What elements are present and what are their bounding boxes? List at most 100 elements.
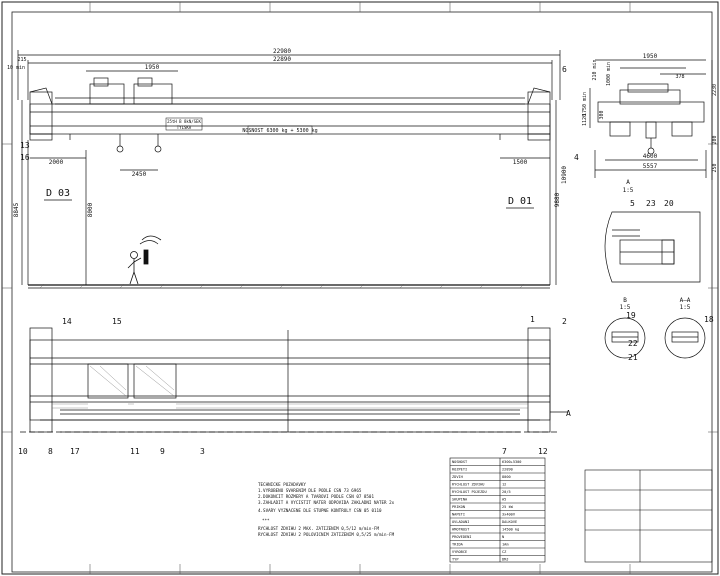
note-line-0: TECHNICKE POZADAVKY [258, 482, 306, 487]
title-block [584, 469, 713, 563]
dim-215: 215 [17, 57, 26, 63]
table-key-1: ROZPETI [452, 468, 467, 472]
table-key-7: NAPETI [452, 513, 465, 517]
table-key-5: SKUPINA [452, 498, 468, 502]
dim-9880: 9880 [554, 192, 561, 207]
dim-1500: 1500 [513, 159, 528, 166]
table-key-8: OVLADANI [452, 520, 469, 524]
section-label-right: D 01 [508, 196, 532, 207]
table-val-10: N [502, 535, 504, 539]
load-note-frame [247, 125, 313, 135]
callout-1: 1 [530, 315, 535, 324]
callout-20: 20 [664, 199, 674, 208]
section-a-a [664, 317, 706, 359]
table-key-10: PROVEDENI [452, 535, 471, 539]
dim-2450: 2450 [132, 171, 147, 178]
callout-13: 13 [20, 141, 30, 150]
dim-1950: 1950 [145, 64, 160, 71]
side-dim-300: 300 [599, 110, 605, 119]
dim-span-total: 22980 [273, 48, 291, 55]
side-dim-200: 200 [712, 135, 718, 144]
callout-3: 3 [200, 447, 205, 456]
callout-21: 21 [628, 353, 638, 362]
plan-arrow-a: A [566, 409, 571, 418]
table-val-11: 1Am [502, 543, 509, 547]
table-key-11: TRIDA [452, 543, 464, 547]
callout-2: 2 [562, 317, 567, 326]
side-dim-4600: 4600 [643, 153, 658, 160]
side-dim-2230: 2230 [712, 84, 718, 96]
section-aa-scale: 1:5 [680, 304, 691, 311]
technical-notes: TECHNICKE POZADAVKY 1.VYROBENO SVARENIM … [258, 482, 395, 537]
front-elevation [17, 50, 561, 289]
detail-a-label: A [626, 179, 630, 186]
operator-figure [127, 235, 162, 285]
table-val-9: 14500 kg [502, 528, 519, 532]
note-line-1: 1.VYROBENO SVARENIM DLE PODLE CSN 73 696… [258, 488, 362, 493]
plan-walkway [52, 365, 528, 409]
dim-8845: 8845 [13, 202, 20, 217]
detail-b-scale: 1:5 [620, 304, 631, 311]
dim-2000: 2000 [49, 159, 64, 166]
table-val-13: DMJ [502, 558, 509, 562]
table-val-2: 8000 [502, 475, 511, 479]
nameplate-frame [165, 117, 203, 131]
detail-a [604, 211, 701, 283]
section-label-left: D 03 [46, 188, 70, 199]
table-key-12: VYROBCE [452, 550, 467, 554]
table-key-4: RYCHLOST POJEZDU [452, 490, 487, 494]
table-key-6: PRIKON [452, 505, 465, 509]
callout-16: 16 [20, 153, 30, 162]
table-val-6: 25 kW [502, 505, 514, 509]
callout-5: 5 [630, 199, 635, 208]
callout-14: 14 [62, 317, 72, 326]
note-line-3: 3.ZAHLADIT A VYCISTIT NATER ODPOVIDA ZAK… [258, 500, 395, 505]
detail-a-scale: 1:5 [623, 187, 634, 194]
table-key-3: RYCHLOST ZDVIHU [452, 483, 484, 487]
callout-15: 15 [112, 317, 122, 326]
callout-17: 17 [70, 447, 80, 456]
callout-6: 6 [562, 65, 567, 74]
dim-span-inner: 22890 [273, 56, 291, 63]
table-val-7: 3x400V [502, 513, 516, 517]
section-markers [44, 199, 534, 209]
callout-12: 12 [538, 447, 548, 456]
table-val-4: 20/5 [502, 490, 511, 494]
sheet-inner-border [11, 11, 713, 573]
callout-8: 8 [48, 447, 53, 456]
table-key-2: ZDVIH [452, 475, 463, 479]
nameplate-line1: 25tH B 8kN/SEK [167, 119, 201, 124]
side-dim-210min: 210 min [592, 59, 598, 80]
side-dim-1120: 1120 [582, 114, 588, 126]
note2-line-1: RYCHLOST ZDVIHU 2 POLOVICNIM ZATIZENIM 0… [258, 532, 395, 537]
note-line-2: 2.DOKONCIT ROZMERY A TVAROVI PODLE CSN 0… [258, 494, 374, 499]
spec-table [449, 457, 546, 563]
detail-b-label: B [623, 297, 627, 304]
dim-8000: 8000 [87, 202, 94, 217]
note2-line-0: RYCHLOST ZDVIHU 2 MAX. ZATIZENIM 0,5/12 … [258, 526, 379, 531]
callout-11: 11 [130, 447, 140, 456]
side-dim-1950: 1950 [643, 53, 658, 60]
side-dim-250: 250 [712, 163, 718, 172]
table-val-12: CZ [502, 550, 507, 554]
callout-10: 10 [18, 447, 28, 456]
side-dim-1000min: 1000 min [606, 62, 612, 86]
callout-18: 18 [704, 315, 714, 324]
section-aa-label: A—A [680, 297, 691, 304]
table-key-0: NOSNOST [452, 460, 468, 464]
side-dim-5557: 5557 [643, 163, 658, 170]
callout-7: 7 [502, 447, 507, 456]
callout-19: 19 [626, 311, 636, 320]
note-line-4: 4.SVARY VYZNACENE DLE STUPNE KONTROLY CS… [258, 508, 382, 513]
table-val-0: 6300+5300 [502, 460, 521, 464]
table-key-13: TYP [452, 558, 459, 562]
notes-stars: *** [262, 518, 270, 523]
side-dim-378: 378 [675, 74, 684, 80]
dim-10min: 10 min [7, 65, 25, 71]
callout-23: 23 [646, 199, 656, 208]
table-val-5: A5 [502, 498, 506, 502]
side-elevation [589, 59, 713, 180]
